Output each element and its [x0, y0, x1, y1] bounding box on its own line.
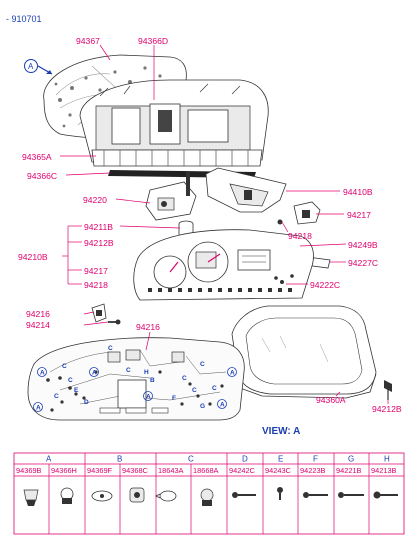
label-94214: 94214 — [26, 320, 50, 330]
legend-code: 94369F — [87, 466, 113, 475]
legend-code: 94366H — [51, 466, 77, 475]
label-94410b: 94410B — [343, 187, 373, 197]
bracket-94220 — [145, 172, 197, 221]
view-a-letter: A — [28, 62, 34, 71]
board-marker-a: A — [92, 370, 97, 377]
view-a-marker: A — [24, 59, 53, 75]
board-marker-c: C — [126, 367, 131, 374]
fastener-legend-table: A B C D E F G H 94369B 94366H 94369F 943… — [13, 452, 405, 535]
legend-group-h: H — [384, 455, 390, 464]
legend-group-c: C — [188, 455, 194, 464]
legend-group-g: G — [348, 455, 354, 464]
label-94218-right: 94218 — [288, 231, 312, 241]
bulb-socket-icon — [23, 489, 39, 506]
board-marker-g: G — [200, 403, 205, 410]
label-94216-mid: 94216 — [136, 322, 160, 332]
screw-94218 — [277, 219, 283, 225]
sensor-94217 — [293, 201, 321, 225]
screw-icon — [277, 487, 283, 500]
cluster-lens — [231, 305, 377, 399]
clip-94216 — [91, 303, 107, 323]
screw-94212b — [384, 380, 392, 400]
label-94217-left: 94217 — [84, 266, 108, 276]
label-94217-right: 94217 — [347, 210, 371, 220]
board-marker-c: C — [54, 393, 59, 400]
legend-code: 18668A — [193, 466, 219, 475]
board-marker-c: C — [200, 361, 205, 368]
board-marker-a: A — [40, 370, 45, 377]
legend-code: 94243C — [265, 466, 292, 475]
printed-circuit-board — [27, 337, 245, 421]
cluster-housing-assembly — [43, 54, 269, 178]
view-a-title: VIEW: A — [262, 426, 300, 437]
label-94211b: 94211B — [84, 222, 113, 232]
legend-group-d: D — [242, 455, 248, 464]
reference-code: - 910701 — [6, 14, 42, 24]
label-94220: 94220 — [83, 195, 107, 205]
label-94367: 94367 — [76, 36, 100, 46]
legend-group-b: B — [117, 455, 122, 464]
legend-code: 18643A — [158, 466, 184, 475]
screw-icon — [303, 492, 328, 498]
legend-group-e: E — [278, 455, 283, 464]
legend-code: 94369B — [16, 466, 42, 475]
board-marker-a: A — [146, 394, 151, 401]
circuit-assembly-94410b — [205, 167, 287, 213]
tapping-screw-icon — [373, 491, 398, 499]
legend-code: 94213B — [371, 466, 397, 475]
label-94210b: 94210B — [18, 252, 48, 262]
label-94249b: 94249B — [348, 240, 378, 250]
label-94366c: 94366C — [27, 171, 57, 181]
board-marker-c: C — [212, 385, 217, 392]
part-labels: 94367 94366D 94365A 94366C 94220 94410B … — [18, 36, 402, 414]
legend-code: 94221B — [336, 466, 362, 475]
board-marker-d: D — [84, 399, 89, 406]
board-marker-c: C — [108, 345, 113, 352]
board-marker-f: F — [172, 395, 176, 402]
label-94365a: 94365A — [22, 152, 52, 162]
legend-code: 94242C — [229, 466, 256, 475]
board-marker-b: B — [150, 377, 155, 384]
label-94216-left: 94216 — [26, 309, 50, 319]
label-94366d: 94366D — [138, 36, 168, 46]
label-94212b-right: 94212B — [372, 404, 402, 414]
label-94218-left: 94218 — [84, 280, 108, 290]
board-marker-h: H — [144, 369, 149, 376]
bulb-socket-icon — [129, 487, 145, 503]
board-marker-c: C — [192, 387, 197, 394]
label-94222c: 94222C — [310, 280, 340, 290]
board-marker-e: E — [74, 387, 79, 394]
label-94360a: 94360A — [316, 395, 346, 405]
legend-code: 94223B — [300, 466, 326, 475]
legend-group-a: A — [46, 455, 52, 464]
board-marker-c: C — [68, 377, 73, 384]
bulb-icon — [155, 490, 177, 502]
bulb-holder-icon — [200, 488, 214, 506]
board-marker-a: A — [220, 402, 225, 409]
dial-face — [133, 229, 314, 301]
legend-group-f: F — [313, 455, 318, 464]
bulb-holder-icon — [60, 487, 74, 504]
board-letter-markers: A A A A A A C C C E D C C H B C C F G C … — [36, 345, 235, 412]
board-marker-c: C — [182, 375, 187, 382]
board-marker-a: A — [36, 405, 41, 412]
label-94212b: 94212B — [84, 238, 114, 248]
leader-lines — [60, 44, 389, 404]
screw-icon — [338, 492, 364, 498]
screw-94214 — [108, 319, 121, 325]
legend-code: 94368C — [122, 466, 149, 475]
board-marker-c: C — [62, 363, 67, 370]
screw-icon — [232, 492, 256, 498]
board-marker-a: A — [230, 370, 235, 377]
label-94227c: 94227C — [348, 258, 378, 268]
wedge-bulb-icon — [91, 490, 113, 502]
